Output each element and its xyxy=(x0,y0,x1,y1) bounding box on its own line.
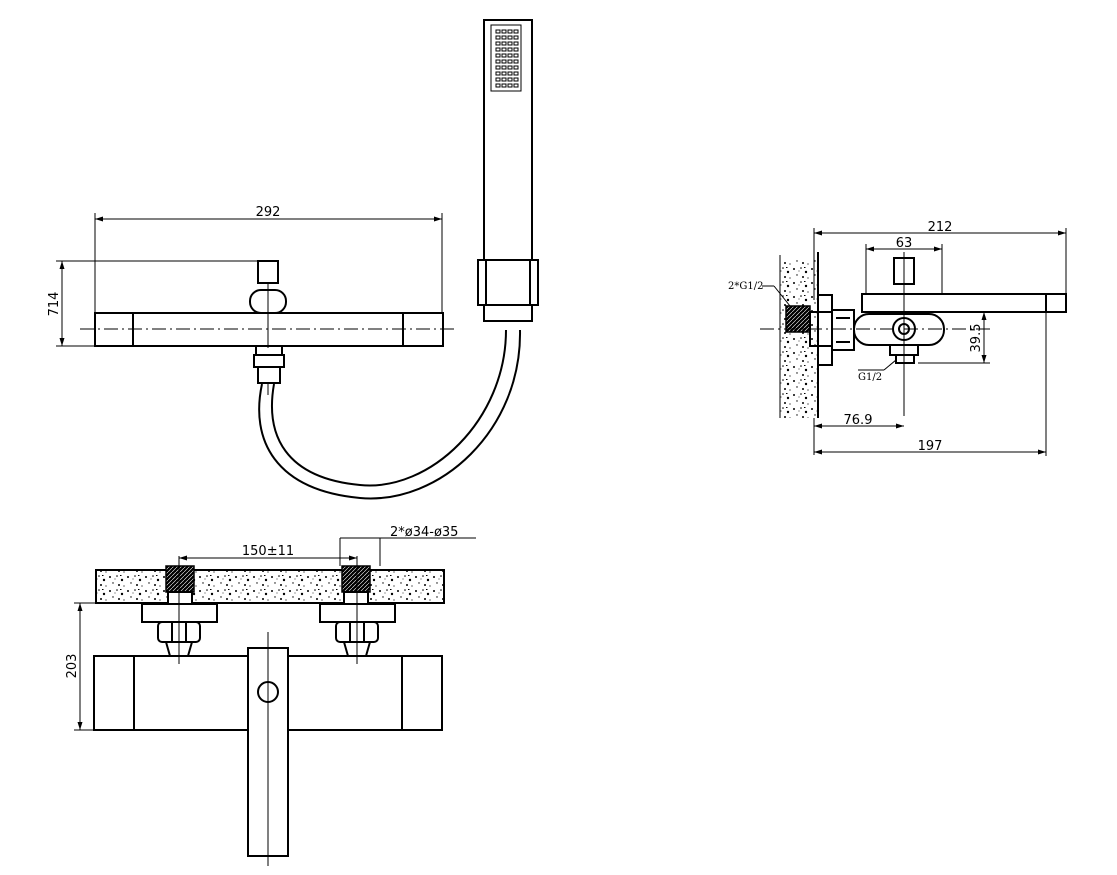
dim-depth-203: 203 xyxy=(65,654,80,679)
spray-nozzles xyxy=(495,29,519,88)
wall-band xyxy=(95,569,445,604)
dim-height-714: 714 xyxy=(47,292,62,317)
dim-hole-34-35: 2*ø34-ø35 xyxy=(390,525,458,540)
shower-spray-face xyxy=(490,24,522,92)
spout xyxy=(861,293,1067,313)
label-inlet-g12: 2*G1/2 xyxy=(728,281,763,292)
inlet-thread-right xyxy=(341,565,371,593)
front-view: 292 714 xyxy=(47,19,539,500)
dim-projection-197: 197 xyxy=(918,439,943,454)
top-view: 150±11 2*ø34-ø35 203 xyxy=(65,525,476,866)
diverter-knob xyxy=(257,260,279,284)
inlet-thread xyxy=(785,305,811,333)
dim-depth-212: 212 xyxy=(928,220,953,235)
dim-height-39-5: 39.5 xyxy=(969,324,984,353)
label-outlet-g12: G1/2 xyxy=(858,372,882,383)
dim-spacing-150: 150±11 xyxy=(242,544,294,559)
dim-handle-63: 63 xyxy=(896,236,913,251)
dim-offset-76-9: 76.9 xyxy=(844,413,873,428)
inlet-thread-left xyxy=(165,565,195,593)
dim-width-292: 292 xyxy=(256,205,281,220)
wall-section xyxy=(780,260,818,418)
shower-hose xyxy=(258,329,522,500)
side-view: 212 63 39.5 76.9 197 2*G1/2 G1/2 xyxy=(728,220,1067,456)
